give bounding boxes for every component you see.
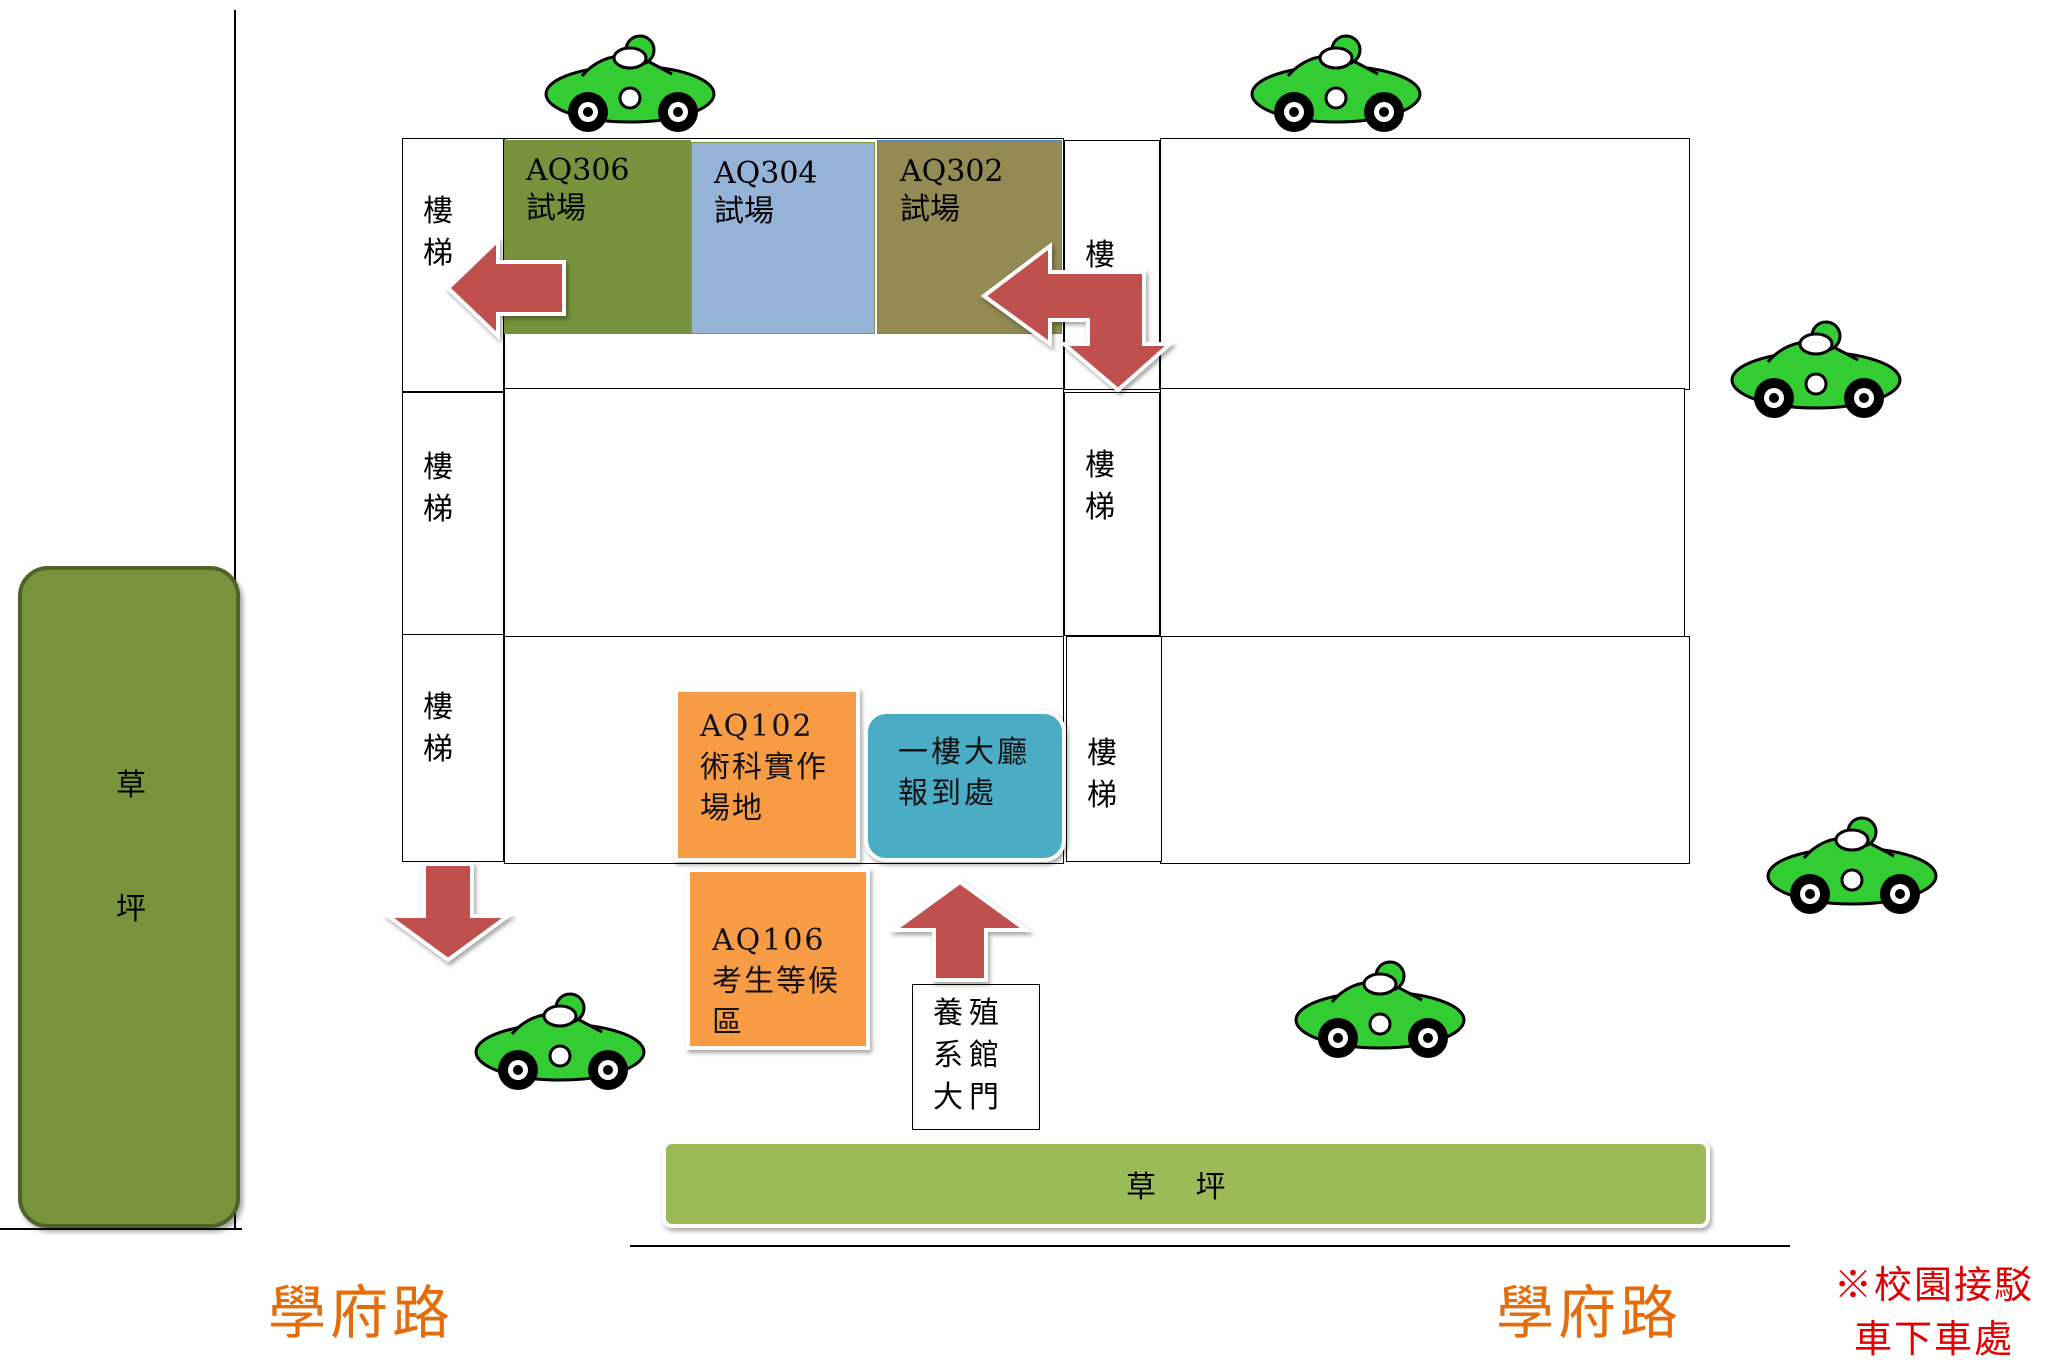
stairs-label-1: 樓	[423, 194, 453, 229]
floor2-east-room	[1160, 388, 1685, 638]
lawn-left-label-2: 坪	[116, 892, 146, 927]
arrow-left-down-icon	[980, 241, 1176, 393]
road-label-right: 學府路	[1496, 1279, 1683, 1347]
room-aq102: AQ102 術科實作 場地	[674, 688, 860, 862]
floor1-east-room	[1160, 636, 1690, 864]
gate-line-1: 養殖	[933, 996, 1005, 1031]
stairs-label-1: 樓	[1085, 448, 1115, 483]
room-aq304-sub: 試場	[714, 194, 774, 229]
race-car-icon	[1250, 34, 1422, 132]
room-aq106-line-2: 考生等候	[712, 964, 840, 999]
arrow-down-icon	[381, 862, 515, 963]
stairs-label-2: 梯	[423, 732, 453, 767]
lobby-line-1: 一樓大廳	[898, 735, 1030, 770]
race-car-icon	[1294, 960, 1466, 1058]
stairs-label-2: 梯	[1087, 778, 1117, 813]
stairs-label-2: 梯	[423, 492, 453, 527]
room-aq106-line-3: 區	[712, 1005, 744, 1040]
stairs-label-1: 樓	[423, 690, 453, 725]
lawn-left: 草 坪	[18, 566, 240, 1228]
room-aq302-sub: 試場	[900, 192, 960, 227]
race-car-icon	[544, 34, 716, 132]
department-main-gate: 養殖 系館 大門	[912, 984, 1040, 1130]
gate-line-2: 系館	[933, 1038, 1005, 1073]
arrow-up-icon	[887, 879, 1033, 982]
stairs-label-1: 樓	[423, 450, 453, 485]
gate-line-3: 大門	[933, 1080, 1005, 1115]
stairs-label-2: 梯	[1085, 490, 1115, 525]
room-aq106-line-1: AQ106	[712, 923, 826, 958]
room-aq102-line-2: 術科實作	[700, 750, 828, 785]
floor2-west-room	[504, 388, 1064, 638]
room-aq302: AQ302 試場	[877, 140, 1062, 334]
stairs-label-2: 梯	[423, 236, 453, 271]
stairs-label-top-right: 樓	[1085, 238, 1115, 273]
room-aq306-sub: 試場	[526, 191, 586, 226]
note-line-2: 車下車處	[1853, 1317, 2014, 1361]
room-aq304: AQ304 試場	[691, 142, 875, 334]
lobby-checkin-box: 一樓大廳 報到處	[864, 710, 1066, 862]
boundary-horizontal-line-left	[0, 1228, 242, 1230]
lobby-line-2: 報到處	[898, 776, 997, 811]
boundary-horizontal-line-right	[630, 1245, 1790, 1247]
stairs-middle-floor1: 樓梯	[1066, 636, 1162, 862]
stairs-middle-floor2: 樓梯	[1064, 392, 1160, 636]
stairs-west-floor2: 樓梯	[402, 392, 504, 636]
room-aq106: AQ106 考生等候 區	[686, 868, 870, 1050]
floor3-east-room	[1160, 138, 1690, 390]
race-car-icon	[1730, 320, 1902, 418]
arrow-left-icon	[445, 235, 566, 341]
stairs-label-1: 樓	[1087, 736, 1117, 771]
note-line-1: ※校園接駁	[1833, 1263, 2034, 1307]
room-aq304-code: AQ304	[714, 156, 818, 191]
stairs-west-floor1: 樓梯	[402, 634, 504, 862]
race-car-icon	[1766, 816, 1938, 914]
road-label-left: 學府路	[268, 1279, 455, 1347]
shuttle-dropoff-note: ※校園接駁 車下車處	[1826, 1258, 2042, 1366]
room-aq102-line-1: AQ102	[700, 709, 814, 744]
lawn-left-label-1: 草	[116, 768, 146, 803]
room-aq306-code: AQ306	[526, 153, 630, 188]
lawn-bottom-label: 草 坪	[1126, 1170, 1226, 1205]
lawn-bottom: 草 坪	[662, 1140, 1710, 1228]
race-car-icon	[474, 992, 646, 1090]
room-aq302-code: AQ302	[900, 154, 1004, 189]
room-aq102-line-3: 場地	[700, 791, 764, 826]
